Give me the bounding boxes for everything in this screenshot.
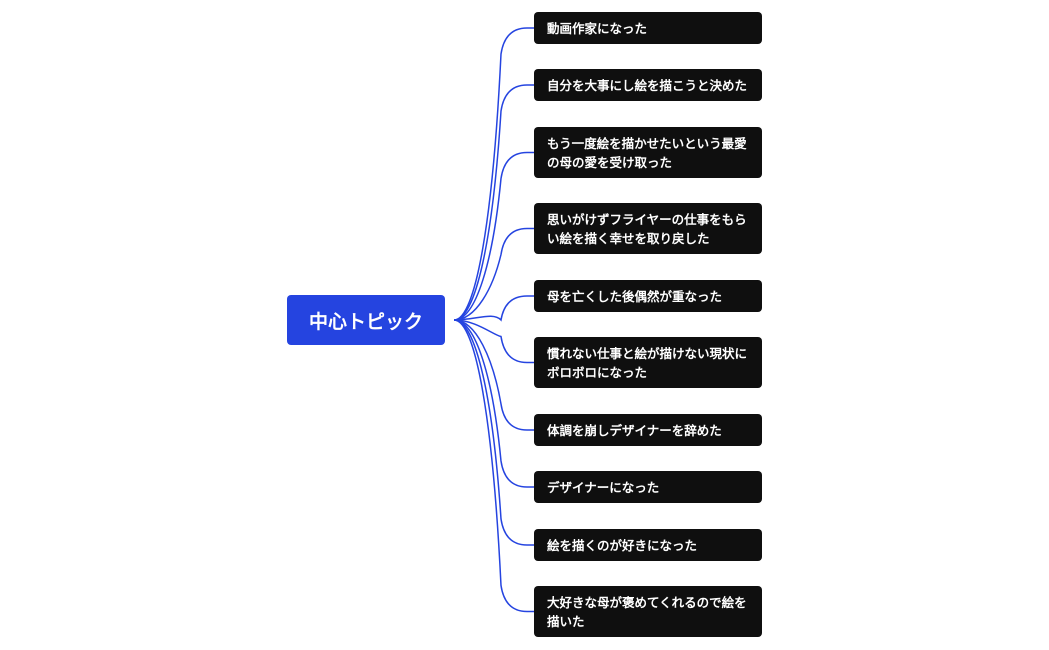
connector-line [453, 227, 534, 321]
connector-line [453, 27, 534, 321]
subtopic-label: 自分を大事にし絵を描こうと決めた [547, 77, 748, 93]
subtopic-label: 思いがけずフライヤーの仕事をもらい絵を描く幸せを取り戻した [547, 211, 747, 246]
connector-line [453, 295, 534, 322]
subtopic-1[interactable]: 動画作家になった [534, 12, 762, 44]
connector-line [453, 319, 534, 488]
connector-line [453, 319, 534, 546]
central-topic[interactable]: 中心トピック [287, 295, 445, 345]
subtopic-4[interactable]: 思いがけずフライヤーの仕事をもらい絵を描く幸せを取り戻した [534, 203, 762, 254]
subtopic-label: デザイナーになった [547, 479, 660, 495]
subtopic-label: 大好きな母が褒めてくれるので絵を描いた [547, 594, 747, 629]
subtopic-label: 絵を描くのが好きになった [547, 537, 698, 553]
subtopic-label: 体調を崩しデザイナーを辞めた [547, 422, 722, 438]
subtopic-label: 動画作家になった [547, 20, 648, 36]
connector-line [453, 319, 534, 431]
subtopic-6[interactable]: 慣れない仕事と絵が描けない現状にボロボロになった [534, 337, 762, 388]
connector-line [453, 319, 534, 613]
central-topic-label: 中心トピック [308, 310, 423, 333]
connector-line [453, 151, 534, 321]
subtopic-label: 母を亡くした後偶然が重なった [547, 288, 723, 304]
connector-line [453, 319, 534, 364]
subtopic-label: もう一度絵を描かせたいという最愛の母の愛を受け取った [547, 135, 747, 170]
subtopic-2[interactable]: 自分を大事にし絵を描こうと決めた [534, 69, 762, 101]
subtopic-10[interactable]: 大好きな母が褒めてくれるので絵を描いた [534, 586, 762, 637]
subtopic-5[interactable]: 母を亡くした後偶然が重なった [534, 280, 762, 312]
subtopic-7[interactable]: 体調を崩しデザイナーを辞めた [534, 414, 762, 446]
subtopic-8[interactable]: デザイナーになった [534, 471, 762, 503]
subtopic-9[interactable]: 絵を描くのが好きになった [534, 529, 762, 561]
subtopic-label: 慣れない仕事と絵が描けない現状にボロボロになった [547, 345, 748, 380]
connector-line [453, 84, 534, 321]
subtopic-3[interactable]: もう一度絵を描かせたいという最愛の母の愛を受け取った [534, 127, 762, 178]
